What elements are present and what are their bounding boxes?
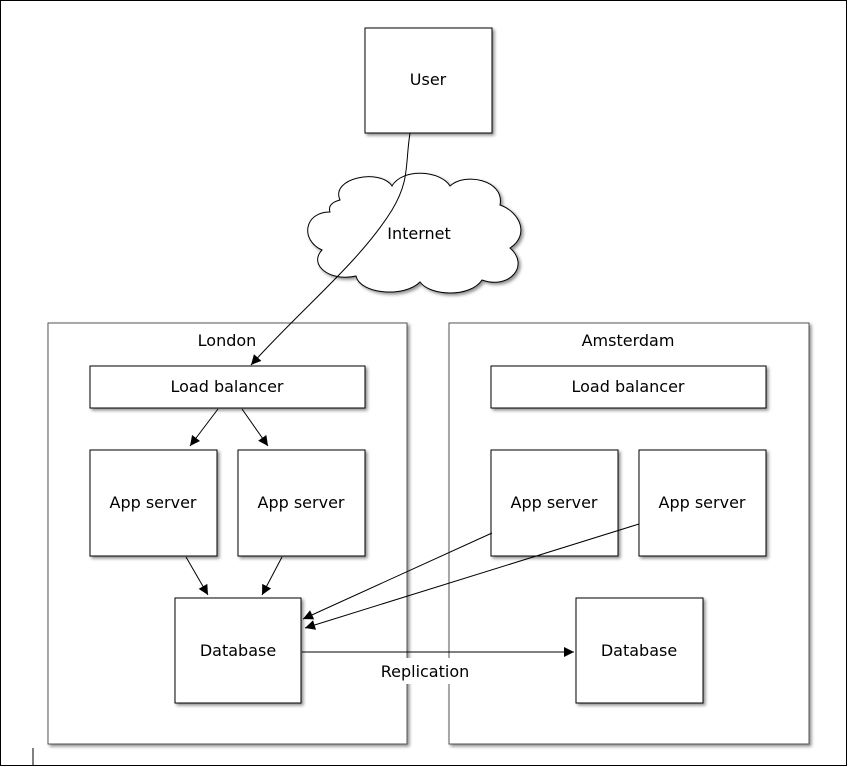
london-app-server-1: App server — [89, 449, 218, 557]
amsterdam-app-server-2-to-london-db-connector — [304, 523, 640, 630]
replication-label-group: Replication — [377, 658, 474, 684]
app-server-2-to-db-connector — [261, 556, 283, 596]
amsterdam-app-server-1: App server — [490, 449, 619, 557]
user-to-london-lb-connector — [250, 132, 411, 366]
london-database: Database — [174, 597, 302, 704]
replication-label-bg — [377, 658, 474, 684]
london-app-server-2-label: App server — [258, 493, 345, 512]
internet-cloud-icon — [307, 172, 522, 294]
london-load-balancer: Load balancer — [89, 365, 366, 409]
amsterdam-app-server-2: App server — [638, 449, 767, 557]
london-app-server-2-box — [237, 449, 366, 557]
london-app-server-1-label: App server — [110, 493, 197, 512]
internet-node: Internet — [307, 172, 522, 294]
user-node: User — [364, 27, 493, 134]
london-load-balancer-label: Load balancer — [170, 377, 283, 396]
replication-label: Replication — [381, 662, 470, 681]
amsterdam-database-box — [575, 597, 704, 704]
amsterdam-load-balancer: Load balancer — [490, 365, 767, 409]
london-database-box — [174, 597, 302, 704]
amsterdam-database: Database — [575, 597, 704, 704]
london-app-server-1-box — [89, 449, 218, 557]
london-region-title: London — [198, 331, 257, 350]
london-load-balancer-box — [89, 365, 366, 409]
user-label: User — [410, 70, 447, 89]
lb-to-app-server-1-connector — [189, 408, 219, 447]
amsterdam-load-balancer-box — [490, 365, 767, 409]
user-box — [364, 27, 493, 134]
amsterdam-database-label: Database — [601, 641, 677, 660]
amsterdam-region-title: Amsterdam — [582, 331, 675, 350]
amsterdam-app-server-1-box — [490, 449, 619, 557]
amsterdam-app-server-2-box — [638, 449, 767, 557]
amsterdam-app-server-1-to-london-db-connector — [302, 532, 493, 620]
london-app-server-2: App server — [237, 449, 366, 557]
internet-label: Internet — [387, 224, 451, 243]
connectors — [185, 132, 640, 657]
app-server-1-to-db-connector — [185, 556, 209, 596]
london-database-label: Database — [200, 641, 276, 660]
amsterdam-load-balancer-label: Load balancer — [571, 377, 684, 396]
amsterdam-app-server-1-label: App server — [511, 493, 598, 512]
amsterdam-app-server-2-label: App server — [659, 493, 746, 512]
lb-to-app-server-2-connector — [241, 408, 269, 447]
